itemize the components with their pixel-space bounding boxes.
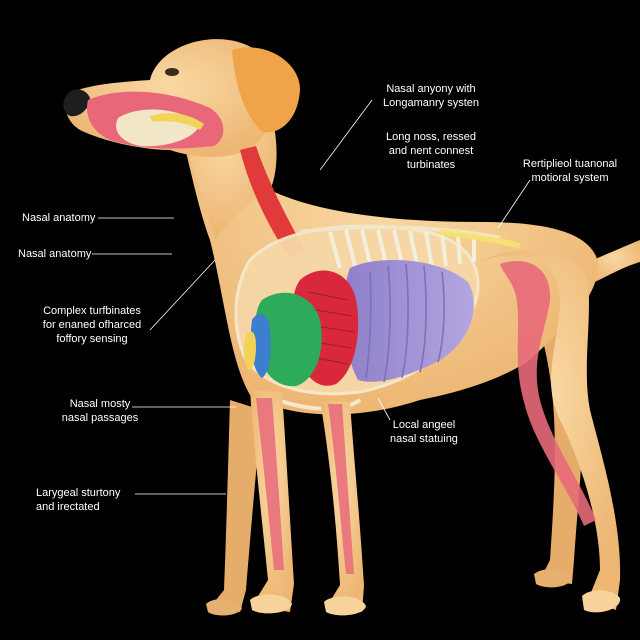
far-front-leg [208, 400, 262, 612]
dog-eye [165, 68, 179, 76]
label-nasal-mosty-line1: Nasal mosty [69, 398, 131, 410]
label-long-noss: Long noss, ressed and nent connest turbi… [376, 130, 486, 172]
spinal-highlight [439, 229, 521, 249]
green-organ [255, 292, 322, 387]
hind-leg [480, 250, 621, 610]
far-front-paw [206, 599, 242, 616]
lung-lobes [365, 263, 445, 383]
label-local-angeel-line1: Local angeel [392, 419, 456, 431]
leader-lines [92, 99, 531, 495]
label-long-noss-line1: Long noss, ressed [386, 131, 476, 143]
hind-paw [582, 590, 621, 613]
front-leg-2-muscle [328, 404, 354, 574]
label-complex-line3: foffory sensing [56, 333, 128, 345]
leader-retriplieol [497, 179, 531, 229]
label-nasal-anatomy-2: Nasal anatomy [18, 248, 92, 260]
turbinate-yellow [150, 113, 204, 130]
label-local-angeel: Local angeel nasal statuing [374, 418, 474, 446]
yellow-organ [243, 331, 256, 371]
label-complex-line1: Complex turfbinates [43, 305, 141, 317]
label-larygeal: Larygeal sturtony and irectated [36, 486, 120, 514]
leader-complex [149, 259, 216, 331]
far-hind-paw [534, 569, 572, 588]
label-complex-line2: for enaned ofharced [42, 319, 142, 331]
trachea [240, 146, 305, 258]
label-nasal-mosty-line2: nasal passages [61, 412, 139, 424]
label-nasal-mosty: Nasal mosty nasal passages [50, 397, 150, 425]
blue-organ [250, 314, 271, 378]
label-retriplieol-line1: Rertiplieol tuanonal [522, 158, 618, 170]
label-long-noss-line3: turbinates [406, 159, 456, 171]
front-leg-muscle [256, 398, 284, 570]
label-nasal-anatomy-1: Nasal anatomy [22, 212, 96, 224]
label-retriplieol-line2: motioral system [531, 172, 609, 184]
label-long-noss-line2: and nent connest [388, 145, 474, 157]
label-nasal-anyony-line1: Nasal anyony with [386, 83, 476, 95]
label-larygeal-line2: and irectated [36, 501, 100, 513]
dog-ear [232, 47, 300, 133]
label-nasal-anyony: Nasal anyony with Longamanry systen [376, 82, 486, 110]
label-complex: Complex turfbinates for enaned ofharced … [22, 304, 162, 346]
label-local-angeel-line2: nasal statuing [390, 433, 458, 445]
label-retriplieol: Rertiplieol tuanonal motioral system [510, 157, 630, 185]
label-nasal-anyony-line2: Longamanry systen [383, 97, 479, 109]
leader-nasal-anyony [319, 99, 373, 171]
leader-local-angeel [377, 397, 391, 421]
hind-leg-muscle [500, 261, 596, 526]
label-larygeal-line1: Larygeal sturtony [36, 487, 121, 499]
front-paw-2 [324, 596, 366, 616]
dog-nose [63, 89, 90, 117]
tail [588, 240, 640, 284]
front-paw [250, 594, 292, 614]
